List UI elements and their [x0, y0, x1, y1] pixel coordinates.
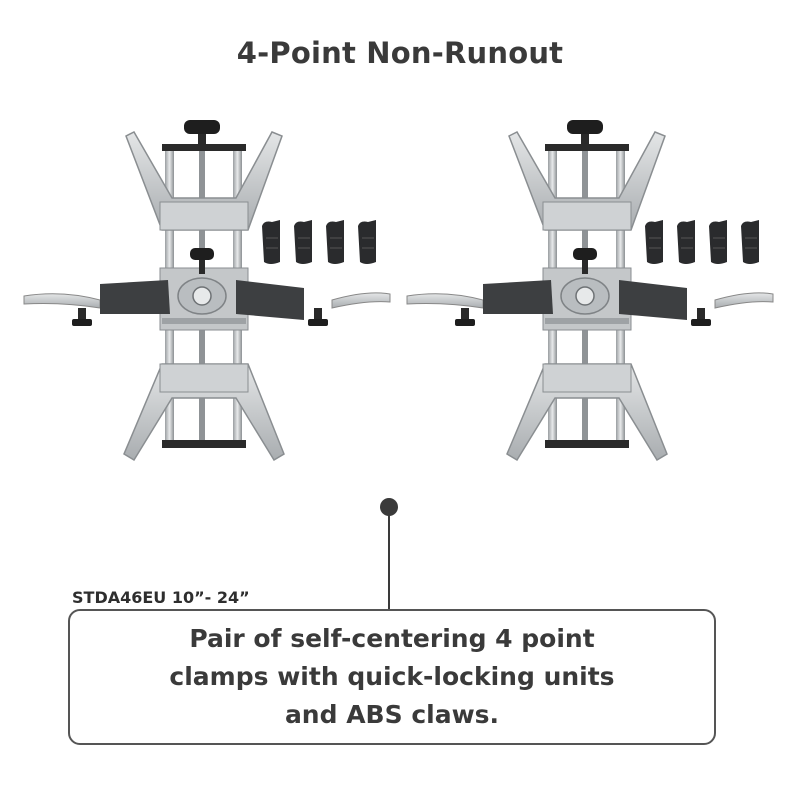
- abs-claw-icon: [645, 220, 759, 264]
- description-text: Pair of self-centering 4 point clamps wi…: [169, 620, 614, 734]
- wheel-clamp-image-right: [406, 120, 774, 462]
- wheel-clamp-image-left: [23, 120, 391, 462]
- page-title: 4-Point Non-Runout: [236, 36, 564, 70]
- callout-line: [388, 514, 390, 610]
- description-line: and ABS claws.: [284, 700, 500, 729]
- description-line: clamps with quick-locking units: [169, 662, 615, 691]
- model-label: STDA46EU 10”- 24”: [72, 588, 250, 607]
- abs-claw-icon-group-left: [262, 220, 376, 264]
- abs-claw-icon-group-right: [645, 220, 759, 264]
- callout-pin-icon: [380, 498, 398, 516]
- description-box: Pair of self-centering 4 point clamps wi…: [68, 609, 716, 745]
- description-line: Pair of self-centering 4 point: [189, 624, 595, 653]
- abs-claw-icon: [262, 220, 376, 264]
